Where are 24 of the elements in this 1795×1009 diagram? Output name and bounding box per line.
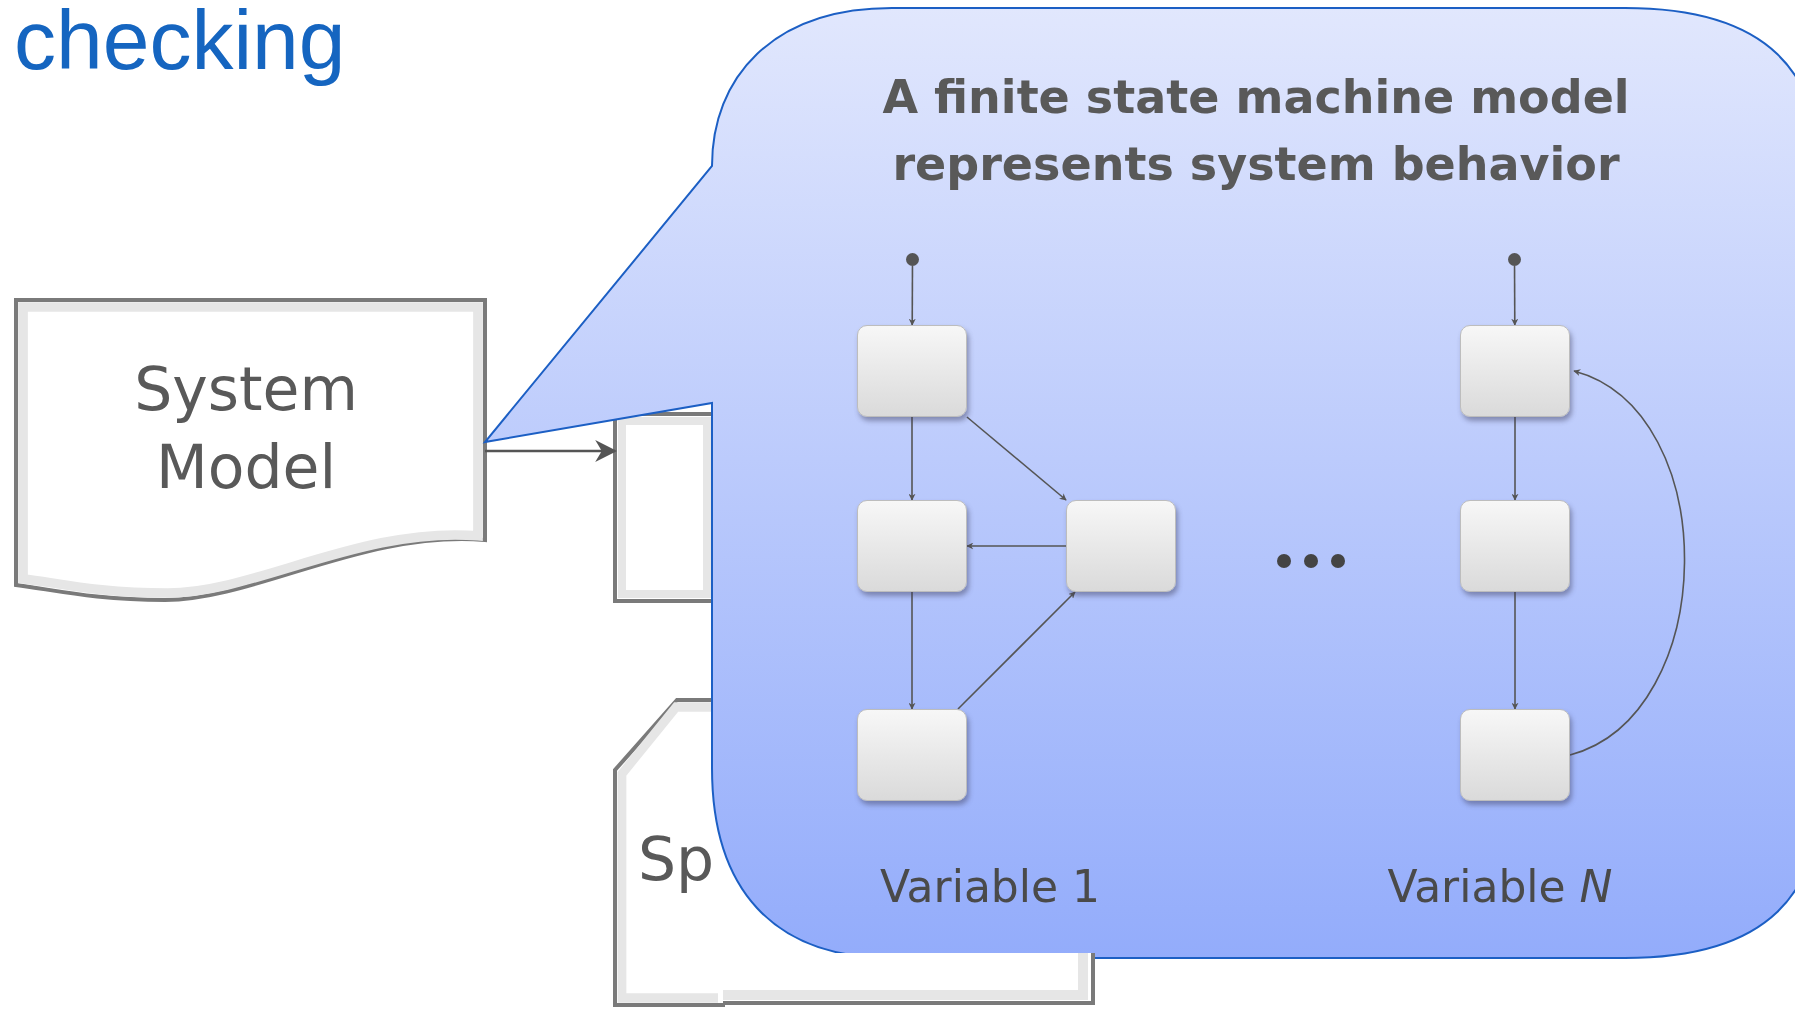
heading: A finite state machine model represents system behavior (881, 69, 1631, 193)
state-box (1460, 325, 1570, 417)
state-box (857, 500, 967, 592)
arrow (1511, 265, 1519, 326)
arrow (1569, 370, 1686, 756)
arrow (966, 542, 1067, 550)
arrow (1511, 591, 1519, 710)
arrow (485, 440, 618, 462)
document-label: System Model (133, 353, 359, 504)
document-label: Sp (638, 823, 716, 896)
variable-label: Variable N (1386, 861, 1614, 912)
arrow (908, 591, 916, 710)
title: checking (14, 0, 346, 85)
arrow (957, 591, 1076, 710)
arrow (966, 416, 1067, 501)
state-box (857, 325, 967, 417)
variable-label: Variable 1 (878, 861, 1102, 912)
arrow (1511, 416, 1519, 501)
arrow (908, 265, 916, 326)
arrow (908, 416, 916, 501)
state-box (1460, 500, 1570, 592)
state-box (857, 709, 967, 801)
state-box (1066, 500, 1176, 592)
state-box (1460, 709, 1570, 801)
